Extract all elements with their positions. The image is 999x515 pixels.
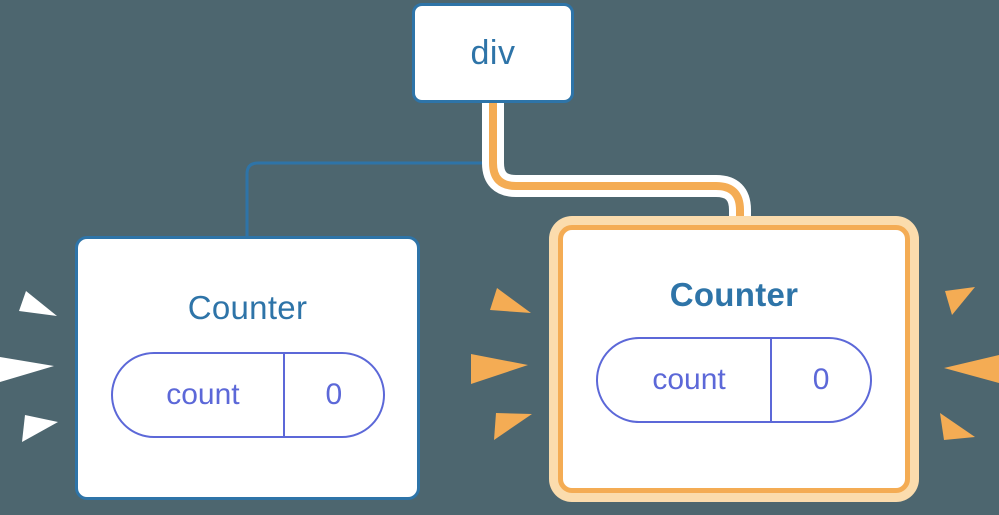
spark-ray-white-top — [19, 291, 57, 316]
spark-ray-orange-right-bottom — [940, 413, 975, 440]
spark-ray-orange-mid-top — [490, 288, 531, 313]
node-counter-right[interactable]: Counter count 0 — [558, 225, 910, 493]
prop-value-count-right: 0 — [812, 363, 830, 396]
edge-div-to-counter-right — [489, 103, 744, 240]
node-div[interactable]: div — [412, 3, 574, 103]
prop-name-count-right: count — [598, 339, 773, 421]
spark-ray-orange-right-middle — [944, 355, 999, 383]
prop-value-count-left: 0 — [325, 378, 343, 411]
spark-ray-orange-mid-bottom — [494, 413, 532, 440]
spark-group-middle-orange — [471, 288, 532, 440]
spark-ray-orange-right-top — [945, 287, 975, 315]
spark-ray-white-bottom — [22, 415, 58, 442]
node-counter-left-title: Counter — [187, 289, 308, 326]
node-counter-right-title: Counter — [669, 276, 799, 313]
spark-ray-white-middle — [0, 357, 54, 382]
spark-group-left-white — [0, 291, 58, 442]
node-counter-left[interactable]: Counter count 0 — [75, 236, 420, 500]
spark-group-right-orange — [940, 287, 999, 440]
prop-pill-counter-right: count 0 — [596, 337, 872, 423]
spark-ray-orange-mid-middle — [471, 354, 528, 384]
prop-pill-counter-left: count 0 — [110, 352, 385, 438]
edge-div-to-counter-left — [245, 101, 495, 241]
prop-name-count-left: count — [113, 354, 286, 436]
node-div-label: div — [470, 34, 516, 72]
